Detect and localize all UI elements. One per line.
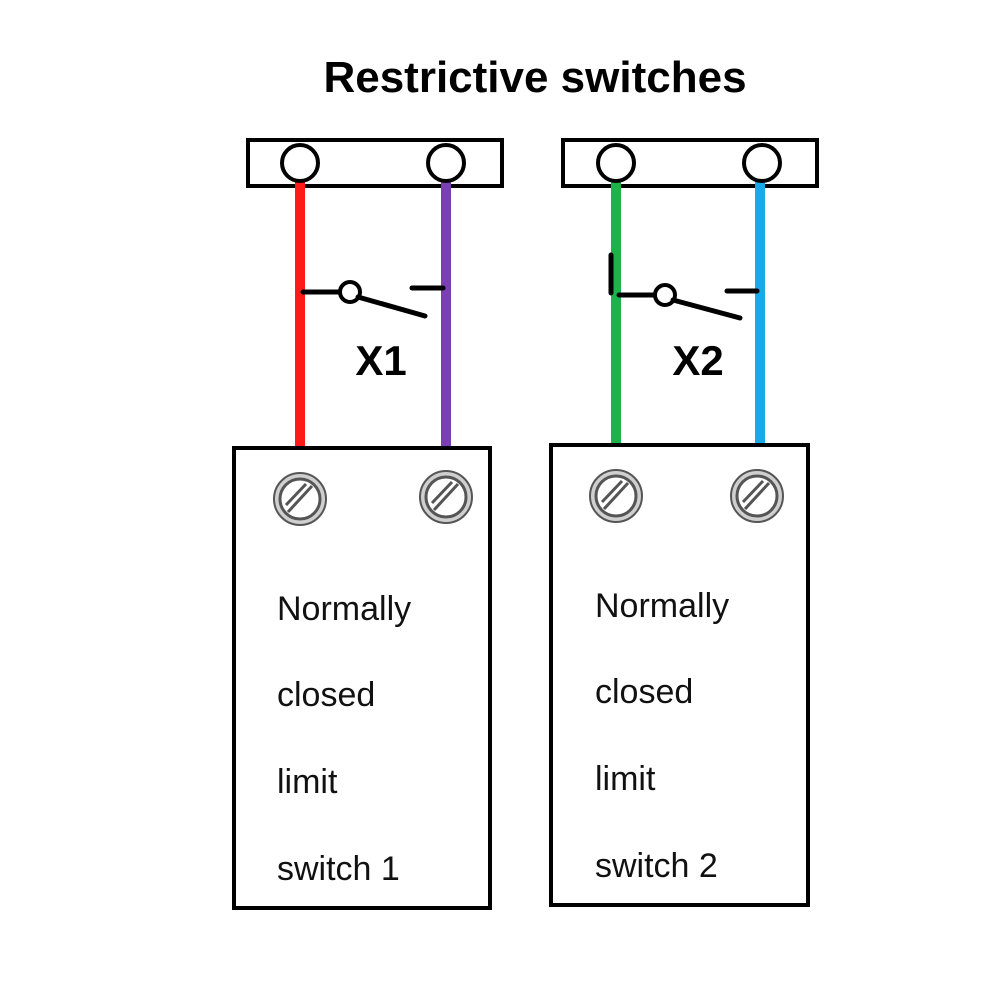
screw-terminal-2a — [589, 469, 643, 523]
switch-symbol-1 — [300, 280, 446, 319]
terminal-screw-2a — [596, 143, 636, 183]
switch-group-2: X2 Normally closed limit switch 2 — [549, 138, 819, 907]
screw-terminal-1a — [273, 472, 327, 526]
switch-group-1: X1 Normally closed limit switch 1 — [232, 138, 504, 910]
switch-1-text-line-3: limit — [277, 763, 338, 801]
terminal-screw-1b — [426, 143, 466, 183]
diagram-title: Restrictive switches — [323, 53, 746, 102]
screw-terminal-1b — [419, 470, 473, 524]
switch-2-text-line-3: limit — [595, 760, 656, 798]
terminal-screw-1a — [280, 143, 320, 183]
switch-2-text-line-4: switch 2 — [595, 847, 718, 885]
switch-symbol-2 — [608, 252, 760, 321]
switch-2-text-line-1: Normally — [595, 587, 729, 625]
screw-terminal-2b — [730, 469, 784, 523]
terminal-screw-2b — [742, 143, 782, 183]
switch-1-text-line-4: switch 1 — [277, 850, 400, 888]
switch-1-text-line-2: closed — [277, 676, 375, 714]
switch-2-text-line-2: closed — [595, 673, 693, 711]
connector-label-x1: X1 — [355, 337, 406, 384]
connector-label-x2: X2 — [672, 337, 723, 384]
switch-1-text-line-1: Normally — [277, 590, 411, 628]
limit-switch-body-1 — [232, 446, 492, 910]
